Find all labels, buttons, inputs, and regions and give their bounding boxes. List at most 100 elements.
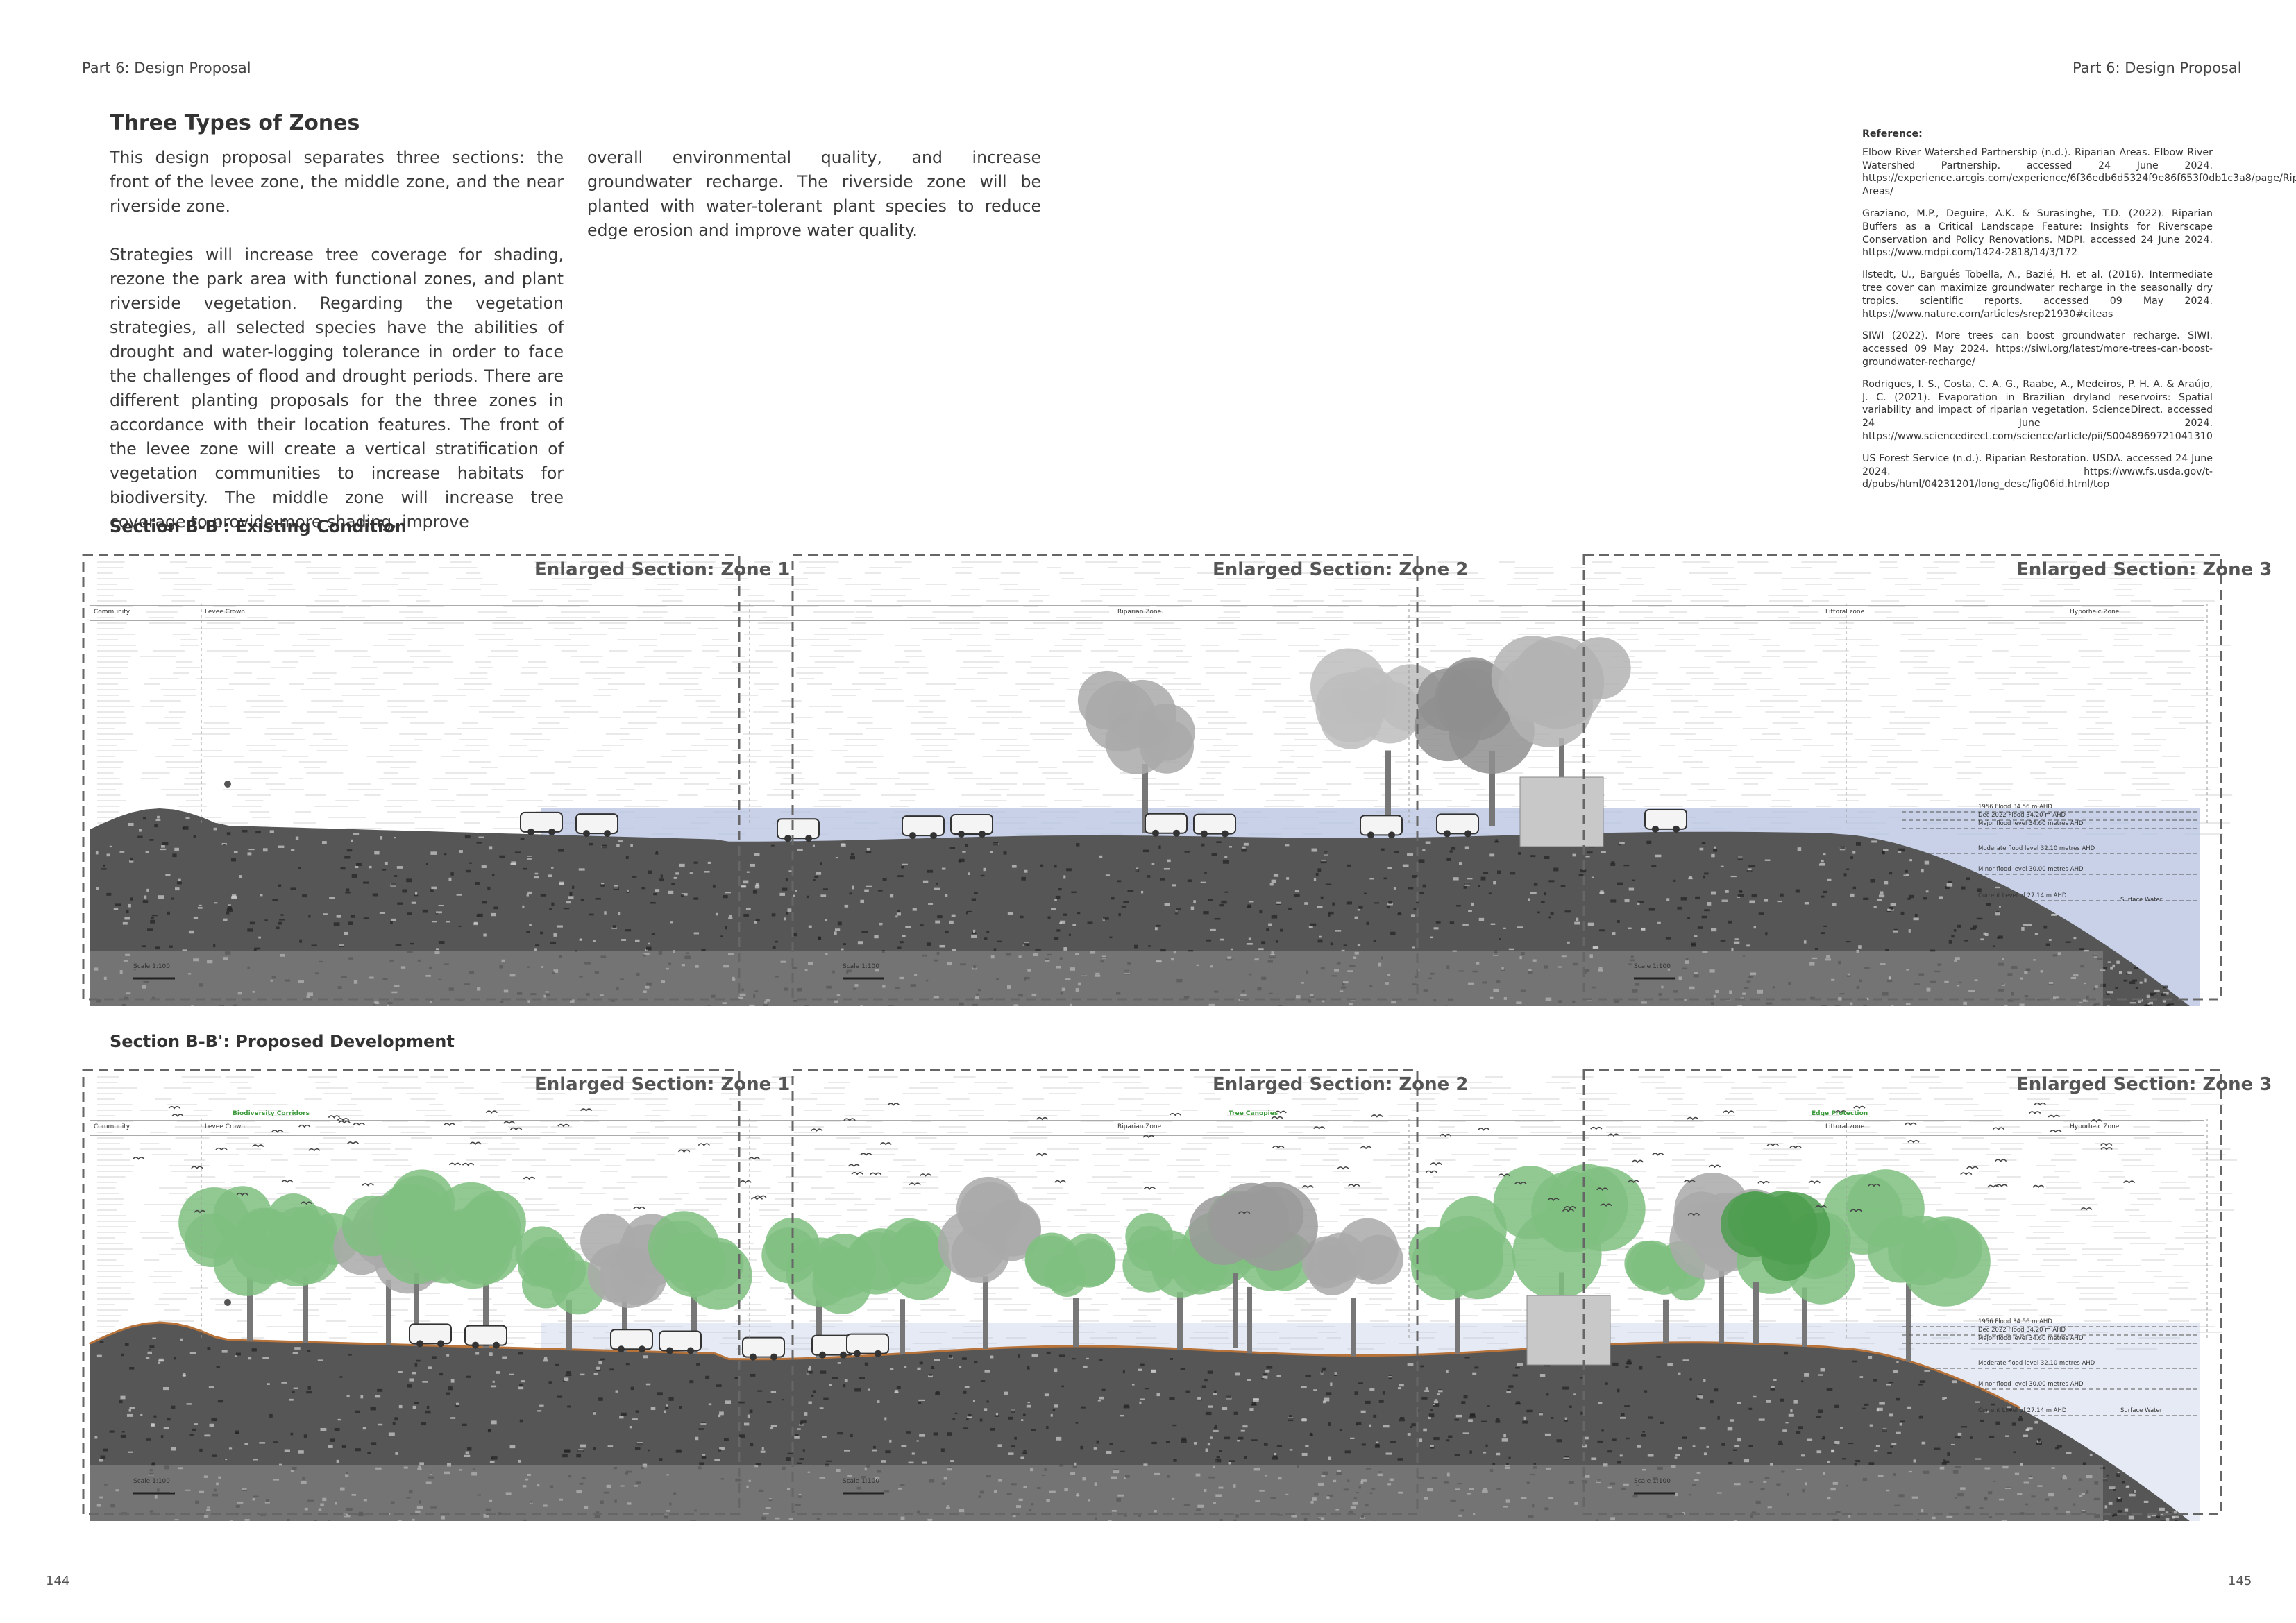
wheel [416,1340,423,1348]
zone-frame [791,554,1419,1001]
body-paragraph-1: This design proposal separates three sec… [110,148,564,216]
vehicle [659,1330,702,1352]
scale-label: Scale 1:100 [843,1478,880,1485]
tree [1077,670,1195,833]
water-level-label: Moderate flood level 32.10 metres AHD [1978,845,2095,852]
wheel [1222,830,1229,838]
section-proposed: Enlarged Section: Zone 1 Scale 1:100 Enlar… [0,1063,2296,1521]
section-title-proposed: Section B-B': Proposed Development [110,1032,455,1051]
zone-strip-label: Riparian Zone [1117,609,1162,615]
wheel [1388,831,1395,839]
vehicle [902,815,945,837]
running-header-left: Part 6: Design Proposal [82,60,251,76]
wheel [784,835,791,842]
vehicle [950,814,993,835]
scale-label: Scale 1:100 [843,963,880,970]
zone-strip-label: Community [94,609,130,615]
green-zone-label: Edge Protection [1812,1110,1868,1117]
references: Reference: Elbow River Watershed Partner… [1862,128,2296,500]
wheel [639,1345,645,1353]
wheel [909,832,916,840]
wheel [958,831,965,838]
wheel [1201,830,1208,838]
wheel [548,828,555,835]
wheel [472,1341,479,1349]
water-level-label: Dec 2022 Flood 34.20 m AHD [1978,812,2066,819]
wheel [1367,831,1374,839]
wheel [527,828,534,835]
vehicle [464,1325,507,1346]
reference-item: Ilstedt, U., Bargués Tobella, A., Bazié,… [1862,269,2213,320]
references-heading: Reference: [1862,128,1923,139]
zone-frame [82,554,741,1001]
running-header-right: Part 6: Design Proposal [2073,60,2242,76]
ground-section [90,1323,2190,1521]
tree [1721,1191,1830,1344]
topsoil-line [89,1321,2020,1409]
zone-label: Enlarged Section: Zone 3 [2016,1074,2272,1095]
water-level-label: Major flood level 34.60 metres AHD [1978,820,2084,827]
green-zone-label: Biodiversity Corridors [233,1110,310,1117]
water-level-label: Current Level of 27.14 m AHD [1978,892,2067,899]
vehicle [1644,808,1687,830]
building [1526,1295,1611,1366]
ground-section [90,808,2190,1006]
zone-frame [82,1069,741,1515]
wheel [493,1341,500,1349]
wheel [819,1351,826,1359]
zone-strip-label: Littoral zone [1825,1123,1865,1130]
scale-label: Scale 1:100 [1634,1478,1671,1485]
tree [178,1186,305,1342]
reference-item: Graziano, M.P., Deguire, A.K. & Surasing… [1862,207,2213,259]
zone-label: Enlarged Section: Zone 2 [1213,559,1469,580]
vehicle [520,811,563,833]
scale-label: Scale 1:100 [133,1478,171,1485]
wheel [1464,830,1471,838]
tree [1301,1218,1403,1357]
vehicle [1145,813,1188,834]
birds [132,1102,2136,1216]
wheel [875,1350,881,1357]
vehicle [742,1336,785,1358]
person-figure [224,781,231,788]
wheel [604,830,611,838]
wheel [854,1350,861,1357]
zone-label: Enlarged Section: Zone 1 [534,1074,791,1095]
surface-water-label: Surface Water [2120,897,2163,903]
scale-label: Scale 1:100 [1634,963,1671,970]
wheel [687,1347,694,1354]
wheel [750,1353,757,1361]
zone-strip-label: Community [94,1123,130,1130]
green-zone-label: Tree Canopies [1229,1110,1278,1117]
tree [938,1176,1041,1350]
zone-label: Enlarged Section: Zone 3 [2016,559,2272,580]
tree [1493,1164,1646,1348]
section-drawing [82,1069,2237,1521]
surface-water-label: Surface Water [2120,1407,2163,1414]
vehicle [1436,813,1479,835]
vehicle [1193,813,1236,835]
wheel [930,832,937,840]
tree [1408,1196,1516,1354]
scale-label: Scale 1:100 [133,963,171,970]
tree [1310,648,1444,822]
vehicle [1360,815,1403,836]
vehicle [610,1329,653,1350]
wheel [666,1347,673,1354]
zone-frame [1582,554,2222,1001]
reference-item: Rodrigues, I. S., Costa, C. A. G., Raabe… [1862,378,2213,442]
tree [1189,1181,1318,1348]
section-title-existing: Section B-B': Existing Condition [110,517,407,536]
water-level-label: 1956 Flood 34.56 m AHD [1978,1318,2052,1325]
water-level-label: Current Level of 27.14 m AHD [1978,1407,2067,1414]
wheel [1173,829,1180,837]
tree [1822,1169,1991,1362]
tree [648,1211,752,1354]
wheel [583,830,590,838]
building [1519,776,1604,847]
vehicle [777,818,820,840]
water-level-label: 1956 Flood 34.56 m AHD [1978,804,2052,810]
zone-strip-label: Riparian Zone [1117,1123,1162,1130]
water-level-label: Minor flood level 30.00 metres AHD [1978,866,2084,873]
wheel [1152,829,1159,837]
